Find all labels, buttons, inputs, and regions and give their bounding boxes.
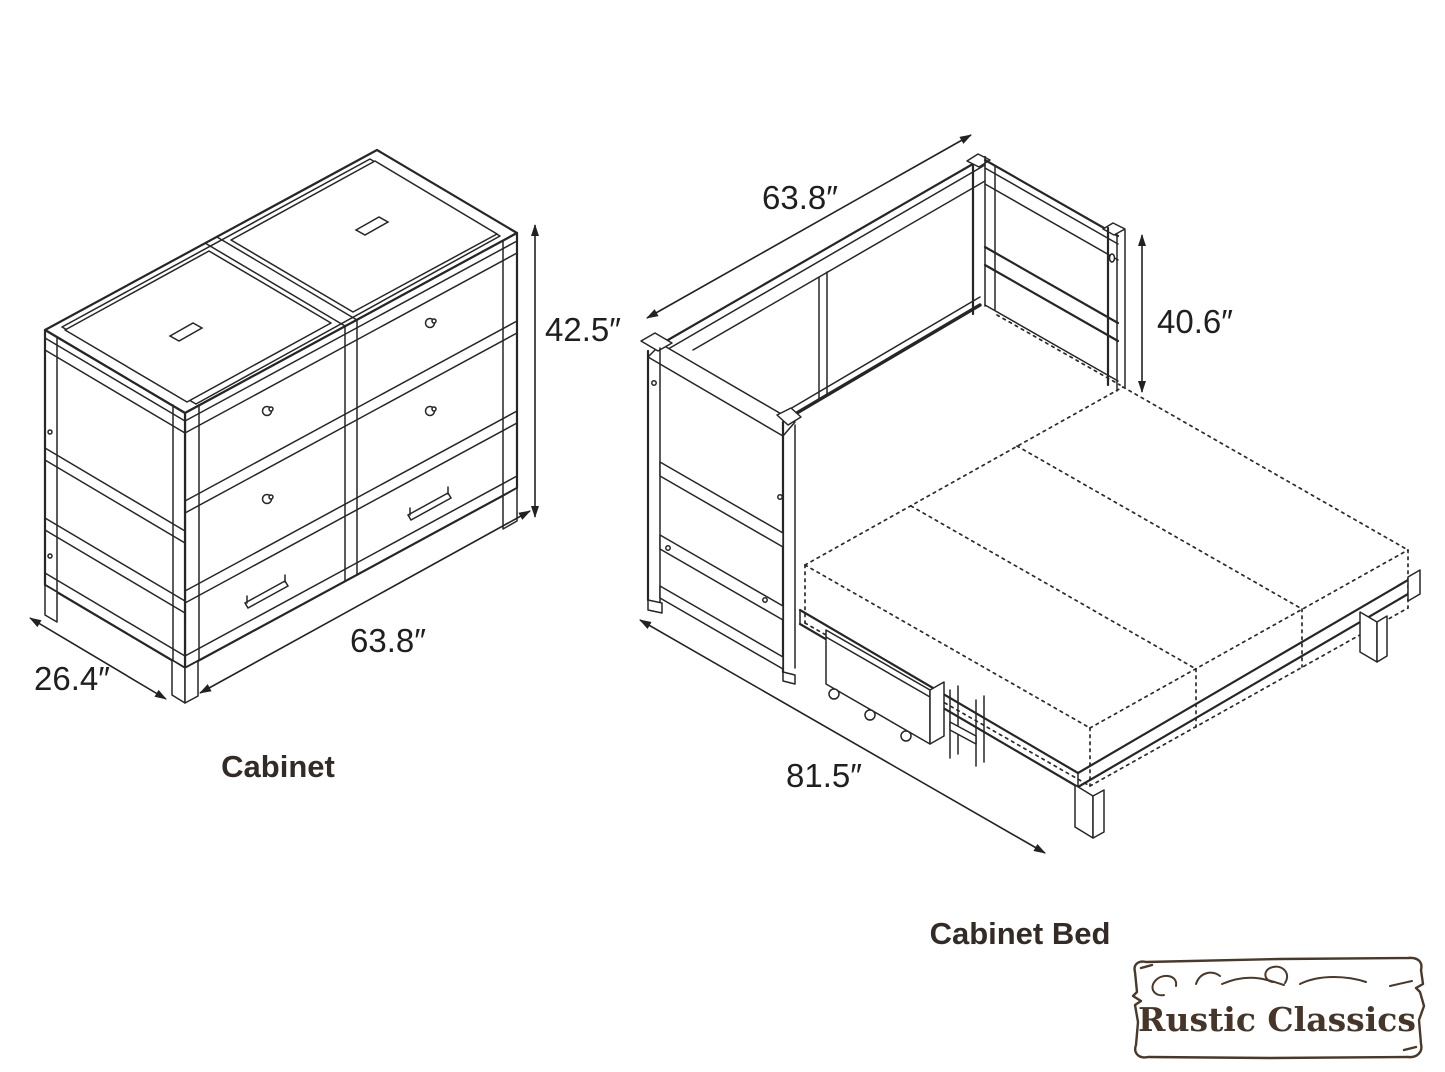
bed-side-wall [983,158,1126,392]
cabinet-legs [44,487,518,704]
cabinet-height-dimension: 42.5″ [531,224,621,518]
cabinet-height-label: 42.5″ [545,311,621,348]
logo-plank-border [1131,956,1426,1060]
bed-length-dimension: 81.5″ [639,619,1046,854]
bed-height-label: 40.6″ [1157,303,1233,340]
cabinet-bed-drawing: 63.8″ 40.6″ 81.5″ Cabinet Bed [639,134,1421,951]
drawer-knobs [261,317,437,505]
cabinet-depth-label: 26.4″ [34,660,110,697]
cabinet-drawing: 42.5″ 63.8″ 26.4″ Cabinet [29,148,621,784]
top-finger-pull-left [168,322,204,342]
cabinet-title: Cabinet [221,749,335,784]
cabinet-width-dimension: 63.8″ [199,510,531,694]
brand-logo: Rustic Classics [1131,956,1426,1060]
cabinet-top-face [43,148,519,415]
bed-width-label: 63.8″ [762,179,838,216]
cabinet-width-label: 63.8″ [350,622,426,659]
bed-width-dimension: 63.8″ [646,134,972,319]
logo-text: Rustic Classics [1138,1000,1416,1039]
bed-length-label: 81.5″ [786,757,862,794]
logo-flourishes [1151,965,1413,997]
bed-cabinet-section [640,332,802,685]
bed-height-dimension: 40.6″ [1138,234,1233,393]
cabinet-depth-dimension: 26.4″ [29,617,167,700]
bed-storage-drawer [825,629,985,767]
top-finger-pull-right [354,216,390,236]
cabinet-bed-title: Cabinet Bed [930,916,1111,951]
